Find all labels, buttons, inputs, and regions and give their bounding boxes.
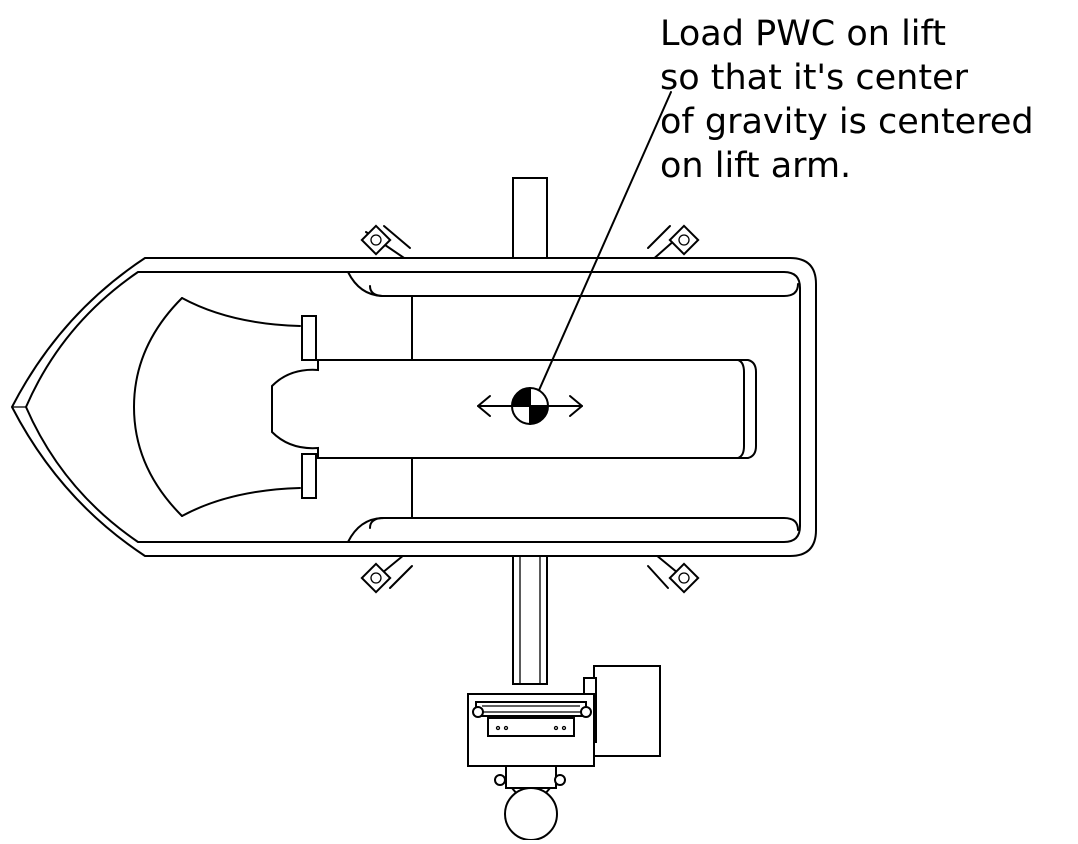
lift-arm-bottom xyxy=(512,555,548,685)
pulley-assembly xyxy=(494,765,566,841)
leader-line xyxy=(531,91,672,407)
deck-curves xyxy=(133,297,301,517)
gunwale-rail-bottom xyxy=(347,517,799,543)
annotation-note: Load PWC on lift so that it's center of … xyxy=(660,12,1034,188)
lift-post-top xyxy=(512,177,548,263)
annotation-line-4: on lift arm. xyxy=(660,146,852,186)
winch-motor xyxy=(583,665,661,757)
gunwale-rail-top xyxy=(347,271,799,297)
annotation-line-3: of gravity is centered xyxy=(660,102,1034,142)
bunk-bracket-top-right xyxy=(647,224,700,263)
bunk-bracket-bottom-left xyxy=(360,549,413,594)
annotation-line-2: so that it's center xyxy=(660,58,969,98)
bunk-bracket-top-left xyxy=(360,224,411,263)
center-of-gravity-icon xyxy=(511,387,549,425)
winch-housing xyxy=(467,693,595,767)
annotation-line-1: Load PWC on lift xyxy=(660,14,946,54)
